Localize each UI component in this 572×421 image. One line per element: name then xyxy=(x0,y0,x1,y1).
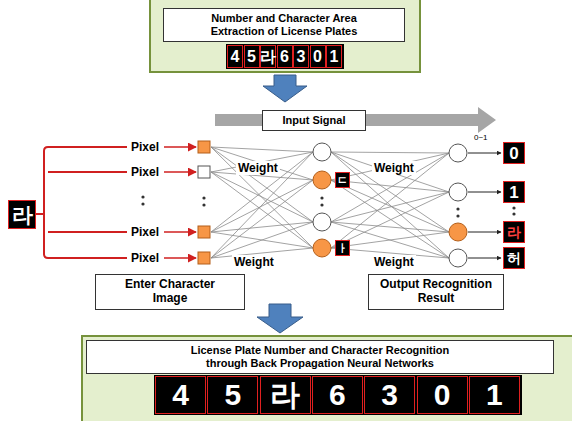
range-label: 0~1 xyxy=(474,134,488,142)
weight-wire xyxy=(211,147,313,222)
pixel-label: Pixel xyxy=(131,252,159,264)
weight-wire xyxy=(211,172,313,222)
output-unit xyxy=(449,144,467,162)
flow-arrow xyxy=(257,304,303,333)
plate-character: 6 xyxy=(312,376,363,414)
input-unit xyxy=(198,226,210,238)
output-unit xyxy=(449,249,467,267)
plate-character: 4 xyxy=(155,376,206,414)
plate-character: 3 xyxy=(364,376,415,414)
output-unit xyxy=(449,183,467,201)
input-units xyxy=(198,141,210,264)
box-text: Number and Character Area Extraction of … xyxy=(189,12,379,37)
pixel-arrows xyxy=(164,147,196,258)
input-unit xyxy=(198,166,210,178)
weight-wires xyxy=(211,147,449,258)
flow-arrow xyxy=(263,75,307,102)
plate-character: 6 xyxy=(277,45,293,68)
plate-character: 5 xyxy=(207,376,258,414)
plate-character: 3 xyxy=(293,45,309,68)
weight-wire xyxy=(331,152,449,192)
box-text: License Plate Number and Character Recog… xyxy=(175,344,465,369)
plate-character: 0 xyxy=(310,45,326,68)
weight-wire xyxy=(211,172,313,248)
signal-arrow xyxy=(215,107,496,133)
hidden-unit xyxy=(313,171,331,189)
weight-wire xyxy=(331,153,449,222)
title-box: Number and Character Area Extraction of … xyxy=(163,8,405,42)
plate-character: 1 xyxy=(326,45,342,68)
weight-wire xyxy=(211,147,313,152)
hidden-unit xyxy=(313,239,331,257)
plate-ground xyxy=(154,375,522,415)
weight-label: Weight xyxy=(232,255,276,269)
bottom-panel xyxy=(82,336,572,421)
plate-character: 0 xyxy=(417,376,468,414)
weight-wire xyxy=(331,153,449,248)
weight-wire xyxy=(211,147,313,248)
pixel-label: Pixel xyxy=(131,141,159,153)
signal-box: Input Signal xyxy=(262,110,366,131)
plate-character: 1 xyxy=(469,376,520,414)
output-arrows xyxy=(468,153,501,258)
weight-wire xyxy=(211,180,313,232)
weight-wire xyxy=(331,192,449,222)
plate-character: 라 xyxy=(260,376,311,414)
plate-ground xyxy=(226,44,344,69)
output-units xyxy=(449,144,467,267)
plate-character: 4 xyxy=(227,45,243,68)
output-unit xyxy=(449,223,467,241)
box-text: Input Signal xyxy=(283,114,346,127)
output-character: 라 xyxy=(503,221,525,243)
pixel-label: Pixel xyxy=(131,226,159,238)
output-character: 0 xyxy=(503,142,525,164)
title-box: License Plate Number and Character Recog… xyxy=(86,340,554,374)
plate-character: 라 xyxy=(260,45,276,68)
input-bracket xyxy=(36,147,127,258)
caption-box: Enter Character Image xyxy=(95,274,245,310)
weight-wire xyxy=(331,152,449,258)
hidden-unit xyxy=(313,143,331,161)
top-panel xyxy=(150,0,420,72)
weight-wire xyxy=(211,152,313,258)
feature-glyph: ㄷ xyxy=(335,172,350,188)
pixel-label: Pixel xyxy=(131,166,159,178)
hidden-unit xyxy=(313,213,331,231)
caption-box: Output Recognition Result xyxy=(368,274,504,310)
box-text: Enter Character Image xyxy=(115,278,225,306)
output-character: 허 xyxy=(503,247,525,269)
weight-wire xyxy=(211,180,313,258)
weight-label: Weight xyxy=(372,161,416,175)
ellipsis-dots xyxy=(141,195,515,217)
hidden-units xyxy=(313,143,331,257)
weight-wire xyxy=(331,180,449,258)
box-text: Output Recognition Result xyxy=(375,278,497,306)
output-character: 1 xyxy=(503,181,525,203)
weight-label: Weight xyxy=(236,161,280,175)
plate-character: 5 xyxy=(244,45,260,68)
feature-glyph: ㅏ xyxy=(335,240,350,256)
input-character: 라 xyxy=(8,200,36,229)
weight-wire xyxy=(211,222,313,258)
input-unit xyxy=(198,252,210,264)
weight-wire xyxy=(331,152,449,153)
weight-label: Weight xyxy=(372,255,416,269)
input-unit xyxy=(198,141,210,153)
weight-wire xyxy=(331,222,449,258)
